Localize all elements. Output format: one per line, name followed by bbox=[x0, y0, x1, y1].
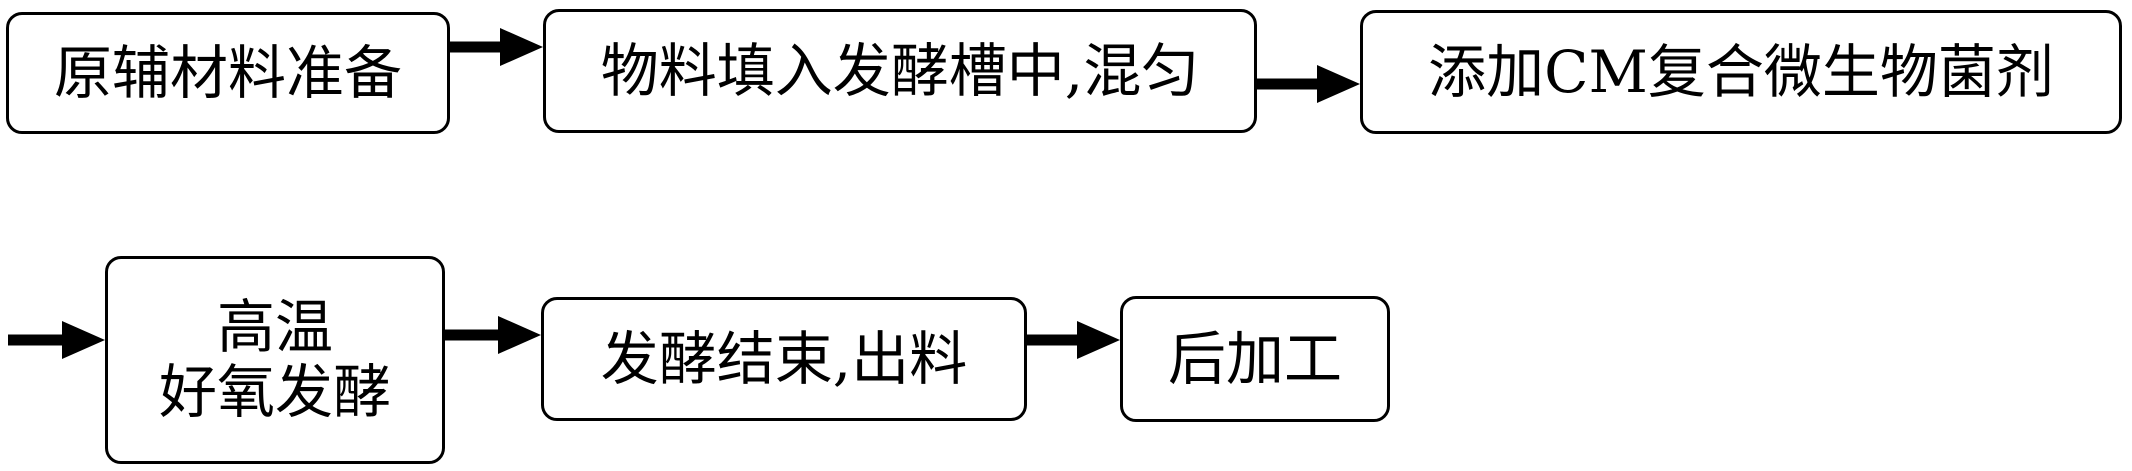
step-add-microbial-agent: 添加CM复合微生物菌剂 bbox=[1360, 10, 2122, 134]
arrow-1-to-2-icon bbox=[450, 28, 543, 66]
arrow-4-to-5-icon bbox=[445, 316, 541, 354]
step-label: 原辅材料准备 bbox=[53, 38, 402, 107]
step-fill-fermentation-tank: 物料填入发酵槽中,混匀 bbox=[543, 9, 1257, 133]
step-label: 添加CM复合微生物菌剂 bbox=[1428, 37, 2054, 106]
step-label: 后加工 bbox=[1167, 324, 1342, 393]
step-label-line-2: 好氧发酵 bbox=[158, 358, 391, 426]
step-label: 发酵结束,出料 bbox=[600, 324, 968, 393]
step-label: 物料填入发酵槽中,混匀 bbox=[600, 36, 1200, 105]
arrow-5-to-6-icon bbox=[1027, 321, 1120, 359]
step-aerobic-fermentation: 高温 好氧发酵 bbox=[105, 256, 445, 464]
arrow-2-to-3-icon bbox=[1257, 65, 1360, 103]
arrow-3-to-4-icon bbox=[8, 321, 105, 359]
step-fermentation-end-discharge: 发酵结束,出料 bbox=[541, 297, 1027, 421]
step-raw-material-preparation: 原辅材料准备 bbox=[6, 12, 450, 134]
step-post-processing: 后加工 bbox=[1120, 296, 1390, 422]
step-label-line-1: 高温 bbox=[216, 293, 333, 362]
